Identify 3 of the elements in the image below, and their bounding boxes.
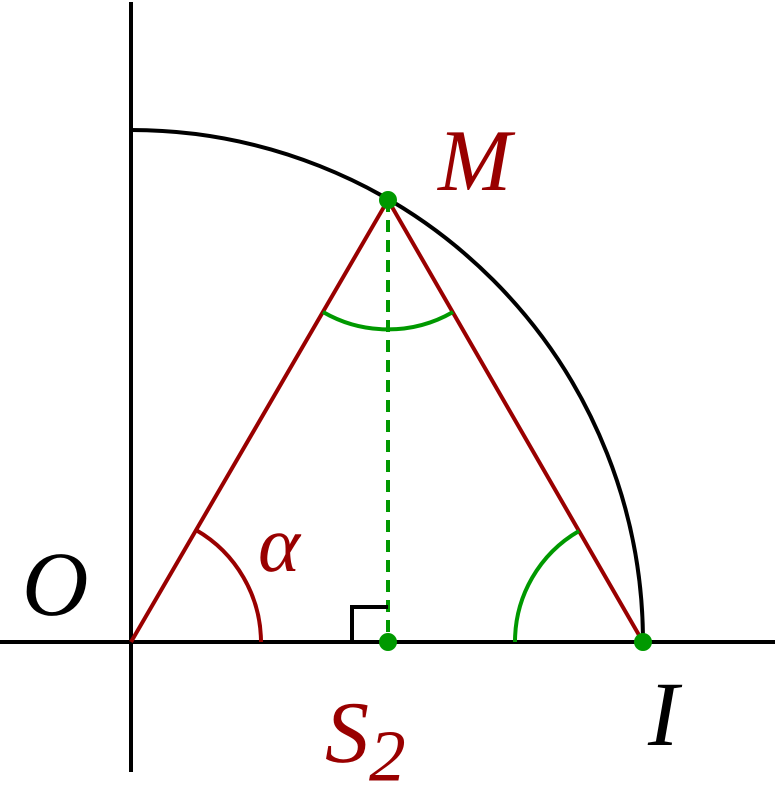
point-label: O <box>22 538 88 630</box>
point-label: S$_{2}$ <box>325 690 406 793</box>
angle-label: α <box>258 505 300 585</box>
